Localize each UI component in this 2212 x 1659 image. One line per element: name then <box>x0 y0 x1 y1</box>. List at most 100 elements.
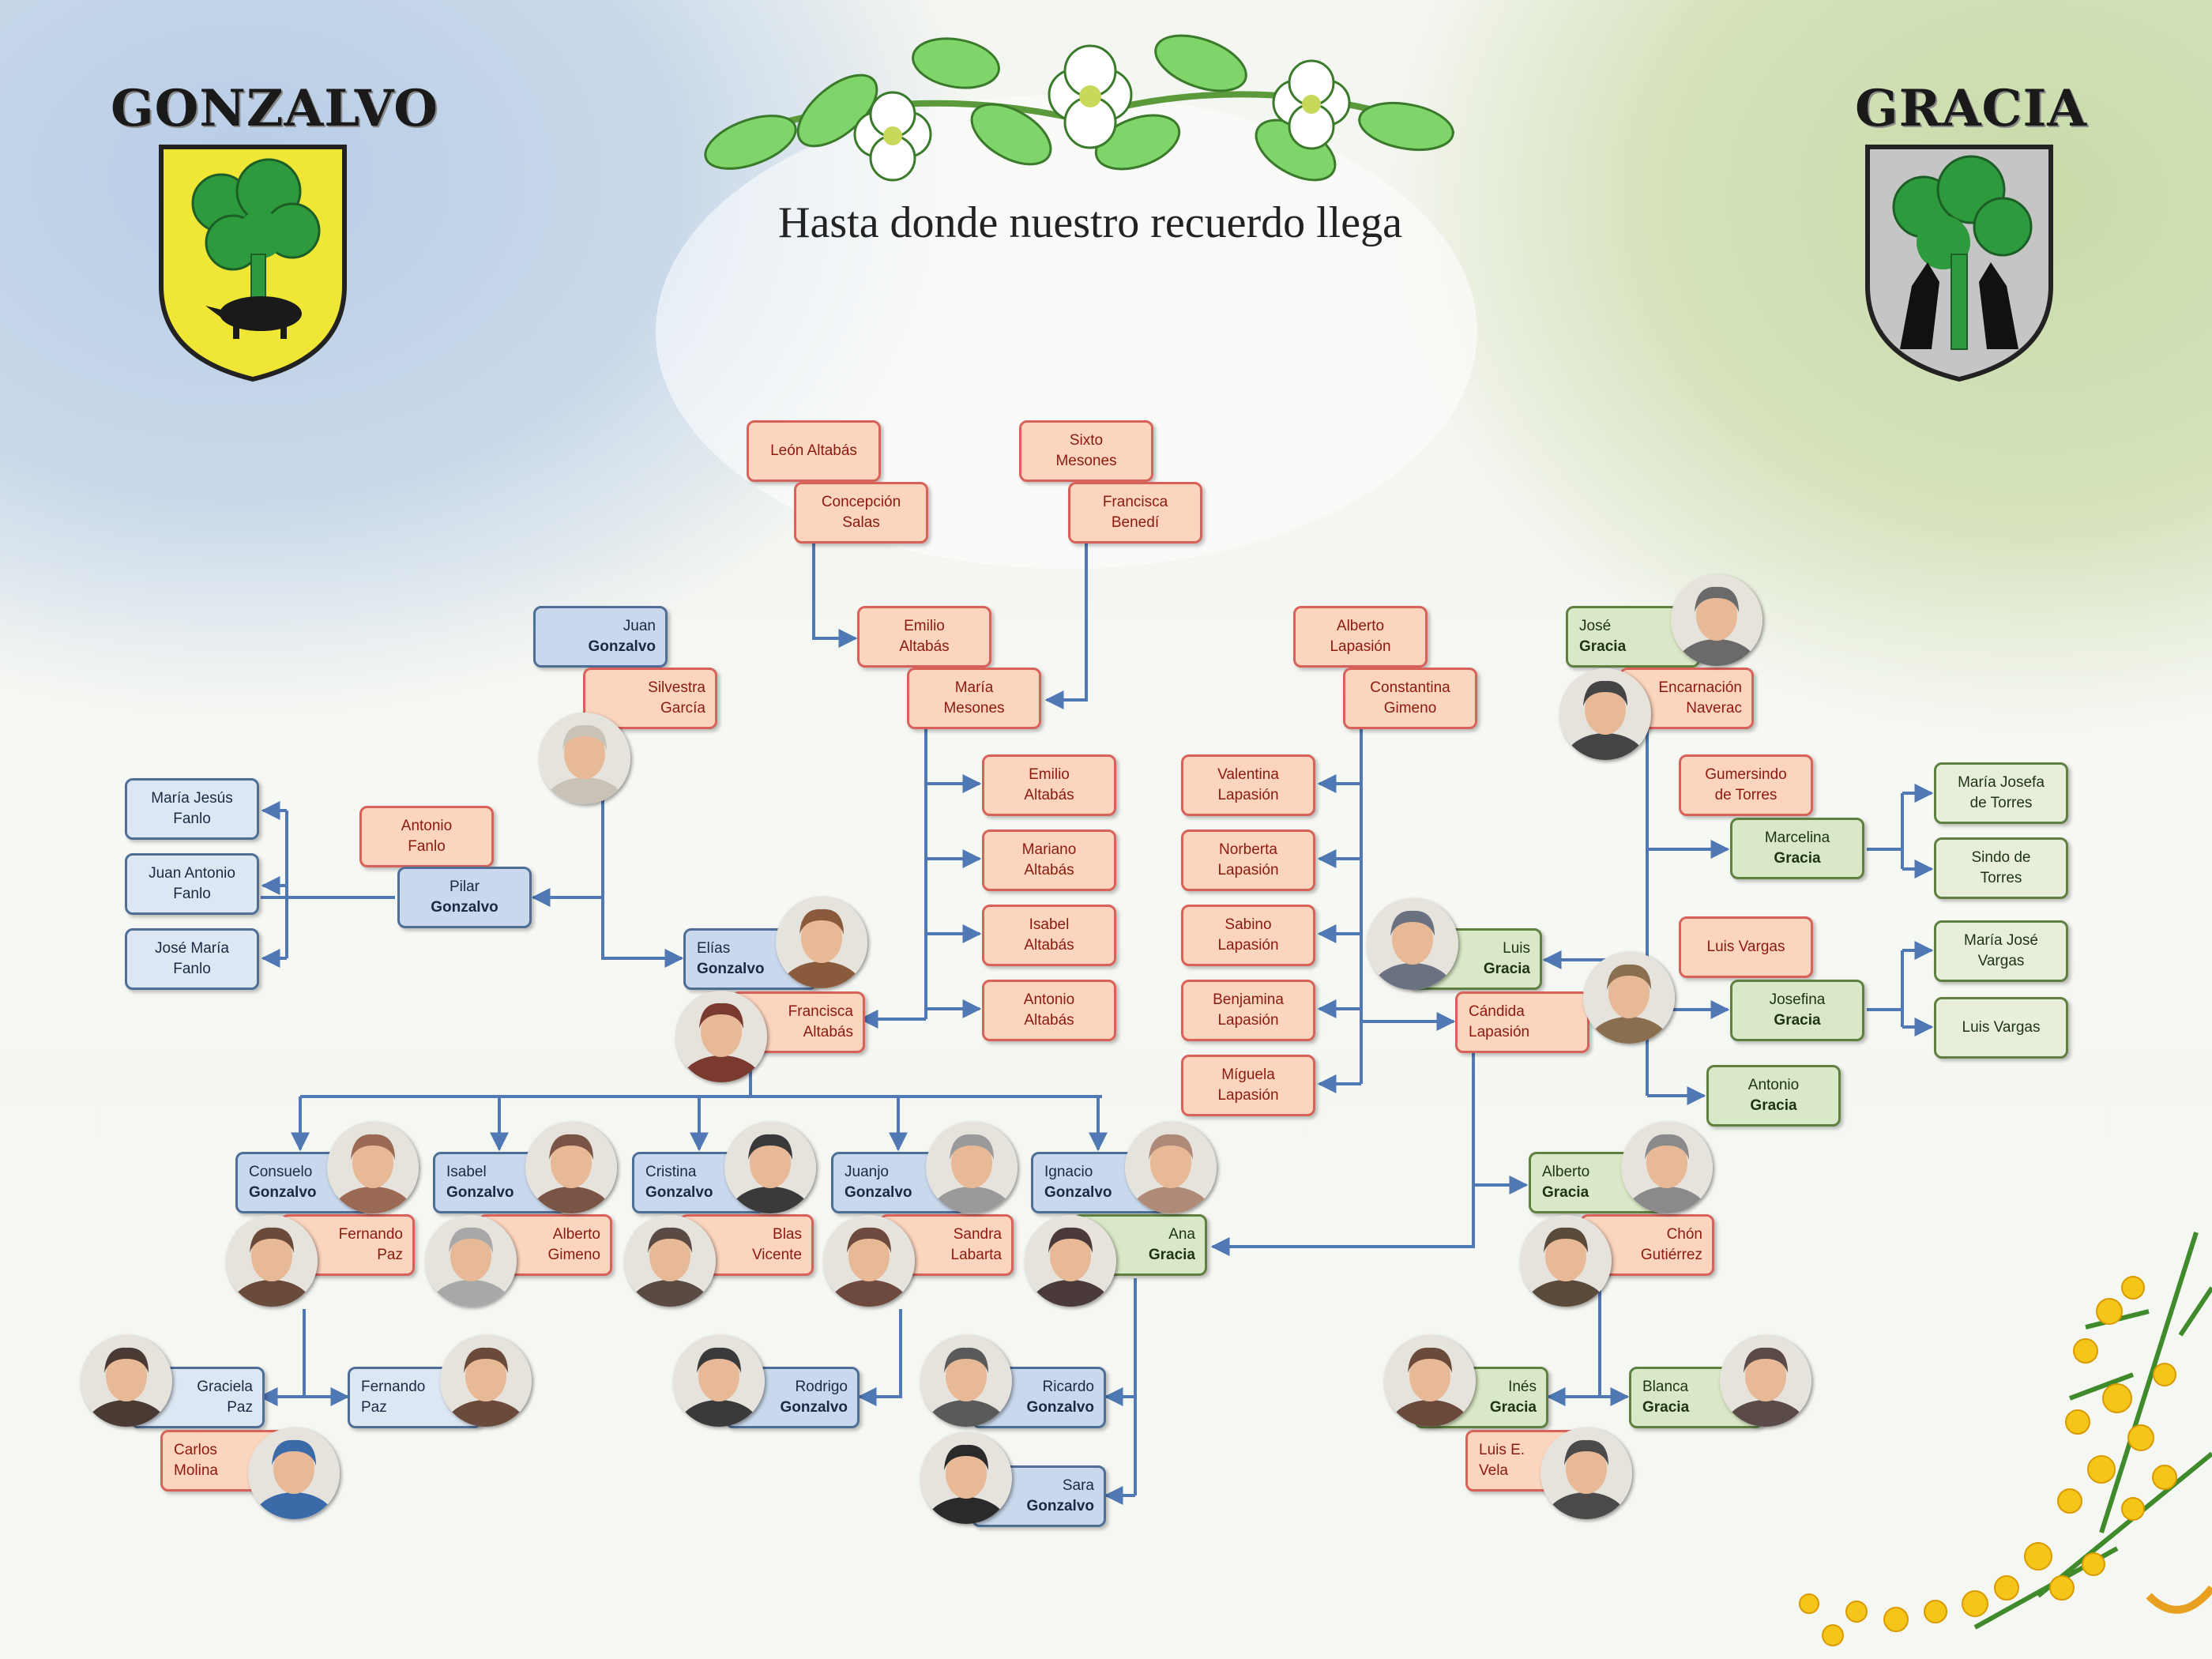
person-surname: Altabás <box>1024 787 1074 803</box>
person-surname: Gonzalvo <box>1044 1184 1112 1201</box>
person-card-luis-vargas1[interactable]: Luis Vargas <box>1679 916 1813 978</box>
person-given-name: Alberto <box>552 1226 600 1243</box>
person-given-name: Alberto <box>1542 1164 1590 1180</box>
person-given-name: Sindo de <box>1971 849 2031 866</box>
person-surname: Fanlo <box>173 886 211 902</box>
portrait-encarnacion <box>1559 668 1651 760</box>
portrait-francisca-a <box>675 991 767 1082</box>
portrait-elias <box>776 897 867 988</box>
person-given-name: Marcelina <box>1764 830 1830 846</box>
person-surname: Gracia <box>1489 1399 1537 1416</box>
person-surname: Paz <box>361 1399 387 1416</box>
person-given-name: Norberta <box>1219 841 1277 858</box>
person-surname: Gonzalvo <box>780 1399 848 1416</box>
portrait-luis-vela <box>1540 1428 1632 1519</box>
person-given-name: Francisca <box>1102 494 1168 510</box>
person-surname: Naverac <box>1686 700 1742 717</box>
person-surname: Gimeno <box>547 1247 600 1263</box>
portrait-cristina <box>724 1122 816 1213</box>
person-given-name: Elías <box>697 940 731 957</box>
portrait-jose-g <box>1671 574 1762 666</box>
portrait-graciela <box>81 1335 172 1427</box>
person-surname: Lapasión <box>1469 1024 1530 1040</box>
gracia-crest-icon <box>1865 145 2053 382</box>
person-given-name: Mariano <box>1021 841 1077 858</box>
person-given-name: Cándida <box>1469 1003 1525 1020</box>
person-surname: Lapasión <box>1217 937 1279 954</box>
portrait-chon <box>1520 1215 1612 1307</box>
person-surname: Molina <box>174 1462 218 1479</box>
person-surname: Gracia <box>1774 1012 1821 1029</box>
portrait-consuelo <box>327 1122 419 1213</box>
person-card-leon[interactable]: León Altabás <box>747 420 881 482</box>
person-surname: Lapasión <box>1217 787 1279 803</box>
person-given-name: Encarnación <box>1658 679 1742 696</box>
person-given-name: León Altabás <box>770 442 857 459</box>
portrait-sara <box>920 1432 1012 1524</box>
person-given-name: Rodrigo <box>795 1379 848 1395</box>
portrait-ignacio <box>1125 1122 1217 1213</box>
person-surname: Gonzalvo <box>588 638 656 655</box>
person-given-name: María Jesús <box>151 790 233 807</box>
person-given-name: Isabel <box>1029 916 1070 933</box>
portrait-fernando-p2 <box>440 1335 532 1427</box>
person-given-name: Luis Vargas <box>1706 939 1785 955</box>
person-surname: Altabás <box>899 638 950 655</box>
person-given-name: Luis Vargas <box>1962 1019 2041 1036</box>
person-surname: Fanlo <box>408 838 446 855</box>
person-surname: Altabás <box>1024 937 1074 954</box>
person-given-name: Ricardo <box>1042 1379 1094 1395</box>
person-given-name: Isabel <box>446 1164 487 1180</box>
person-given-name: Constantina <box>1370 679 1450 696</box>
person-surname: Vicente <box>751 1247 802 1263</box>
person-surname: Lapasión <box>1217 1012 1279 1029</box>
person-given-name: Gumersindo <box>1705 766 1787 783</box>
portrait-ines <box>1384 1335 1476 1427</box>
person-surname: Gonzalvo <box>697 961 765 977</box>
person-given-name: Carlos <box>174 1442 217 1458</box>
person-card-luis-vargas2[interactable]: Luis Vargas <box>1934 997 2068 1059</box>
person-given-name: Sara <box>1062 1477 1094 1494</box>
portrait-luis-g <box>1367 898 1458 990</box>
portrait-candida <box>1583 952 1675 1044</box>
person-given-name: Valentina <box>1217 766 1279 783</box>
person-given-name: Sandra <box>953 1226 1002 1243</box>
person-surname: Vela <box>1479 1462 1508 1479</box>
person-given-name: Graciela <box>197 1379 253 1395</box>
person-given-name: Emilio <box>1029 766 1070 783</box>
person-given-name: Emilio <box>904 618 945 634</box>
person-surname: Gonzalvo <box>845 1184 912 1201</box>
person-given-name: Ignacio <box>1044 1164 1093 1180</box>
flower-garland-icon <box>704 34 1455 182</box>
